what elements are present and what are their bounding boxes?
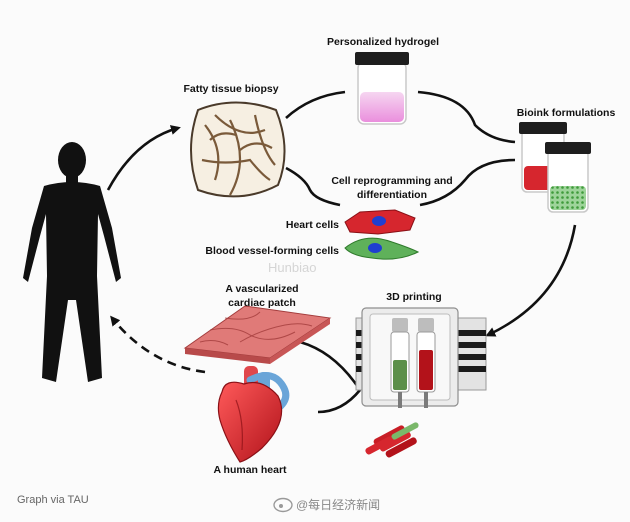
curve-patch-to-printing: [299, 340, 362, 391]
label-fatty-tissue-biopsy: Fatty tissue biopsy: [183, 83, 278, 95]
printed-construct-icon: [365, 422, 419, 458]
flow-connectors: [106, 90, 577, 414]
label-human-heart: A human heart: [213, 464, 287, 476]
label-vascularized-line1: A vascularized: [225, 283, 298, 295]
human-silhouette-icon: [23, 142, 121, 382]
curve-hydrogel-to-bioink: [417, 90, 516, 144]
arrow-dashed-to-body: [110, 315, 206, 374]
bioink-jar-green-icon: [545, 142, 591, 213]
weibo-logo-icon: [273, 497, 293, 513]
heart-cell-icon: [344, 209, 416, 235]
curve-heart-to-printing: [317, 389, 362, 414]
label-bioink-formulations: Bioink formulations: [517, 107, 616, 119]
label-vascularized-line2: cardiac patch: [228, 297, 296, 309]
label-cell-reprogramming-line2: differentiation: [357, 189, 427, 201]
arrow-body-to-biopsy: [106, 125, 181, 191]
hydrogel-jar-icon: [355, 52, 409, 125]
cardiac-patch-icon: [183, 305, 332, 364]
tissue-biopsy-icon: [190, 101, 286, 198]
arrow-bioink-to-printing: [485, 224, 577, 337]
weibo-watermark-text: @每日经济新闻: [296, 497, 380, 512]
watermark-text: Hunbiao: [268, 260, 316, 275]
label-heart-cells: Heart cells: [286, 219, 339, 231]
label-cell-reprogramming-line1: Cell reprogramming and: [331, 175, 452, 187]
curve-biopsy-to-cells: [285, 166, 341, 207]
curve-biopsy-to-hydrogel: [285, 90, 346, 119]
credit-text: Graph via TAU: [17, 494, 89, 506]
vessel-cell-icon: [344, 237, 420, 260]
human-heart-icon: [217, 366, 290, 463]
label-blood-vessel-forming-cells: Blood vessel-forming cells: [205, 245, 339, 257]
label-personalized-hydrogel: Personalized hydrogel: [327, 36, 439, 48]
curve-cells-to-bioink: [419, 158, 516, 207]
label-3d-printing: 3D printing: [386, 291, 441, 303]
3d-printer-icon: [355, 307, 487, 408]
